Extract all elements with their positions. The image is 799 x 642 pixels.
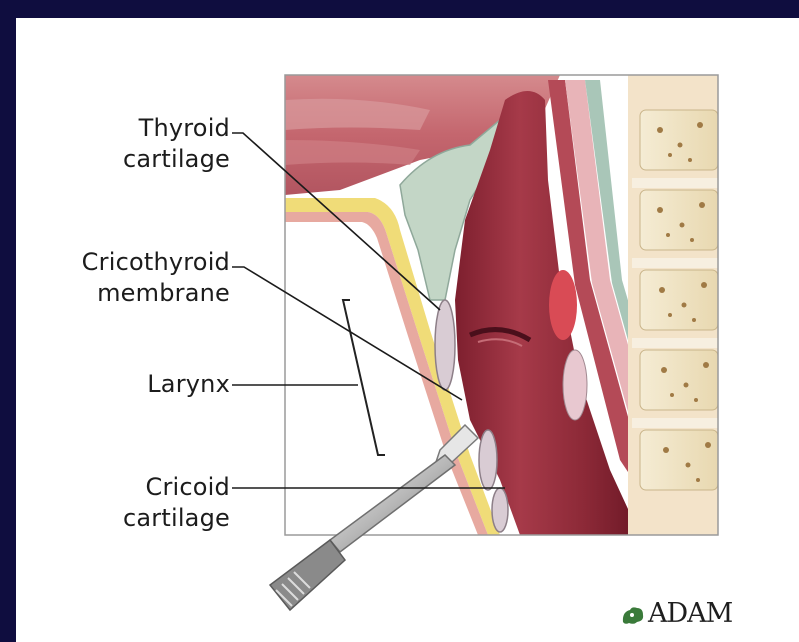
label-cricothyroid-line2: membrane [40, 278, 230, 309]
adam-logo-icon [620, 604, 646, 626]
label-larynx: Larynx [110, 369, 230, 400]
label-cricoid-line2: cartilage [80, 503, 230, 534]
label-cricoid-cartilage: Cricoid cartilage [80, 472, 230, 534]
spine [628, 75, 718, 535]
illustration-box [285, 75, 718, 535]
label-cricothyroid-line1: Cricothyroid [40, 247, 230, 278]
label-cricothyroid-membrane: Cricothyroid membrane [40, 247, 230, 309]
label-thyroid-line2: cartilage [80, 144, 230, 175]
cricoid-cartilage [435, 300, 455, 390]
label-thyroid-line1: Thyroid [80, 113, 230, 144]
label-cricoid-line1: Cricoid [80, 472, 230, 503]
adam-logo: ADAM [648, 598, 732, 629]
label-thyroid-cartilage: Thyroid cartilage [80, 113, 230, 175]
